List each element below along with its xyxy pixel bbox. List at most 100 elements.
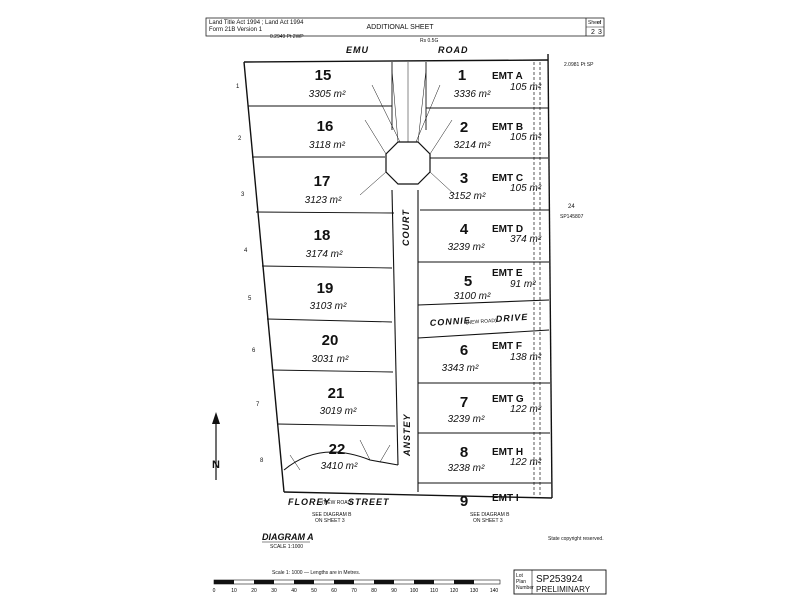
- lot-3-number: 3: [460, 170, 468, 187]
- parcel-boundaries: [243, 53, 553, 499]
- lot-6-number: 6: [460, 342, 468, 359]
- lot-17-area: 3123 m²: [305, 195, 342, 206]
- svg-text:3: 3: [241, 192, 245, 198]
- lot-3-area: 3152 m²: [449, 191, 486, 202]
- left-margin-numbers: 1 2 3 4 5 6 7 8: [236, 84, 264, 464]
- emt-b-label: EMT B: [492, 122, 523, 133]
- header-title: ADDITIONAL SHEET: [366, 24, 434, 31]
- street-drive: DRIVE: [495, 312, 528, 324]
- header-form: Form 21B Version 1: [209, 27, 263, 33]
- scale-tick-label: 90: [391, 588, 397, 594]
- emt-f-label: EMT F: [492, 341, 522, 352]
- svg-text:Number: Number: [516, 585, 534, 591]
- street-emu: EMU: [346, 45, 369, 55]
- lot-19-number: 19: [317, 280, 334, 297]
- svg-text:DIAGRAM A: DIAGRAM A: [262, 532, 314, 542]
- lot-15-area: 3305 m²: [309, 89, 346, 100]
- scale-tick-label: 70: [351, 588, 357, 594]
- emt-i-label: EMT I: [492, 493, 519, 504]
- adjoining-lot: 24 SP145807: [560, 204, 584, 220]
- scale-tick-label: 10: [231, 588, 237, 594]
- right-lots: 1 3336 m² EMT A 105 m² 2 3214 m² EMT B 1…: [442, 67, 542, 510]
- emt-h-label: EMT H: [492, 447, 523, 458]
- scale-tick-label: 50: [311, 588, 317, 594]
- lot-22-number: 22: [329, 441, 346, 458]
- lot-16-area: 3118 m²: [309, 140, 346, 151]
- street-connie: CONNIE: [429, 315, 471, 328]
- street-street: STREET: [348, 497, 390, 507]
- plan-number: SP253924: [536, 574, 583, 585]
- svg-text:1: 1: [236, 84, 240, 90]
- sheet-number: 2: [591, 29, 595, 36]
- north-letter: N: [212, 459, 220, 471]
- edge-notes: 0.2949 Pt 2WP 2.0981 Pt SP Rs 0.5G: [270, 34, 594, 68]
- emt-c-area: 105 m²: [510, 183, 542, 194]
- lot-21-area: 3019 m²: [320, 406, 357, 417]
- plan-status: PRELIMINARY: [536, 585, 591, 594]
- svg-text:6: 6: [252, 348, 256, 354]
- scale-tick-label: 130: [470, 588, 479, 594]
- lot-17-number: 17: [314, 173, 331, 190]
- sheet-label: Sheet: [588, 20, 602, 26]
- emt-g-label: EMT G: [492, 394, 524, 405]
- footer-box: Lot Plan Number SP253924 PRELIMINARY: [513, 569, 607, 595]
- scale-tick-label: 60: [331, 588, 337, 594]
- emt-a-area: 105 m²: [510, 82, 542, 93]
- emt-g-area: 122 m²: [510, 404, 542, 415]
- cul-de-sac: [359, 62, 456, 196]
- scale-bar: Scale 1: 1000 — Lengths are in Metres. 0…: [213, 570, 501, 594]
- svg-text:2: 2: [238, 136, 242, 142]
- lot-7-number: 7: [460, 394, 468, 411]
- svg-text:24: 24: [568, 204, 575, 210]
- florey-radials: [289, 439, 391, 471]
- scale-tick-label: 0: [213, 588, 216, 594]
- lot-16-number: 16: [317, 118, 334, 135]
- scale-tick-label: 110: [430, 588, 438, 594]
- state-copyright: State copyright reserved.: [548, 536, 604, 542]
- svg-text:SEE DIAGRAM B: SEE DIAGRAM B: [312, 512, 352, 518]
- svg-text:7: 7: [256, 402, 260, 408]
- lot-18-area: 3174 m²: [306, 249, 343, 260]
- lot-2-area: 3214 m²: [454, 140, 491, 151]
- svg-text:ON SHEET 3: ON SHEET 3: [315, 518, 345, 524]
- svg-text:5: 5: [248, 296, 252, 302]
- lot-1-number: 1: [458, 67, 466, 84]
- emt-f-area: 138 m²: [510, 352, 542, 363]
- emt-d-label: EMT D: [492, 224, 523, 235]
- lot-5-area: 3100 m²: [454, 291, 491, 302]
- street-florey: FLOREY: [288, 497, 331, 507]
- svg-text:Plan: Plan: [516, 579, 526, 585]
- svg-text:SEE DIAGRAM B: SEE DIAGRAM B: [470, 512, 510, 518]
- easement-strips: [533, 62, 541, 496]
- scale-tick-label: 80: [371, 588, 377, 594]
- lot-4-area: 3239 m²: [448, 242, 485, 253]
- lot-20-area: 3031 m²: [312, 354, 349, 365]
- street-road: ROAD: [438, 45, 469, 55]
- svg-text:Rs 0.5G: Rs 0.5G: [420, 38, 438, 44]
- lot-15-number: 15: [315, 67, 332, 84]
- scale-tick-label: 40: [291, 588, 297, 594]
- header-act: Land Title Act 1994 ; Land Act 1994: [209, 20, 304, 26]
- scale-tick-label: 20: [251, 588, 257, 594]
- svg-text:ON SHEET 3: ON SHEET 3: [473, 518, 503, 524]
- street-new-road: (NEW ROAD): [466, 318, 498, 326]
- lot-1-area: 3336 m²: [454, 89, 491, 100]
- emt-a-label: EMT A: [492, 71, 523, 82]
- lot-6-area: 3343 m²: [442, 363, 479, 374]
- sheet-total: 3: [598, 29, 602, 36]
- lot-19-area: 3103 m²: [310, 301, 347, 312]
- lot-20-number: 20: [322, 332, 339, 349]
- scale-tick-label: 30: [271, 588, 277, 594]
- lot-7-area: 3239 m²: [448, 414, 485, 425]
- lot-4-number: 4: [460, 221, 469, 238]
- svg-text:Lot: Lot: [516, 573, 524, 579]
- lot-8-number: 8: [460, 444, 468, 461]
- scale-text: Scale 1: 1000 — Lengths are in Metres.: [272, 570, 360, 576]
- emt-e-area: 91 m²: [510, 279, 536, 290]
- svg-text:8: 8: [260, 458, 264, 464]
- street-names: EMU ROAD COURT ANSTEY CONNIE DRIVE (NEW …: [288, 45, 529, 507]
- header-box: Land Title Act 1994 ; Land Act 1994 Form…: [205, 17, 605, 37]
- north-arrow: N: [212, 412, 220, 480]
